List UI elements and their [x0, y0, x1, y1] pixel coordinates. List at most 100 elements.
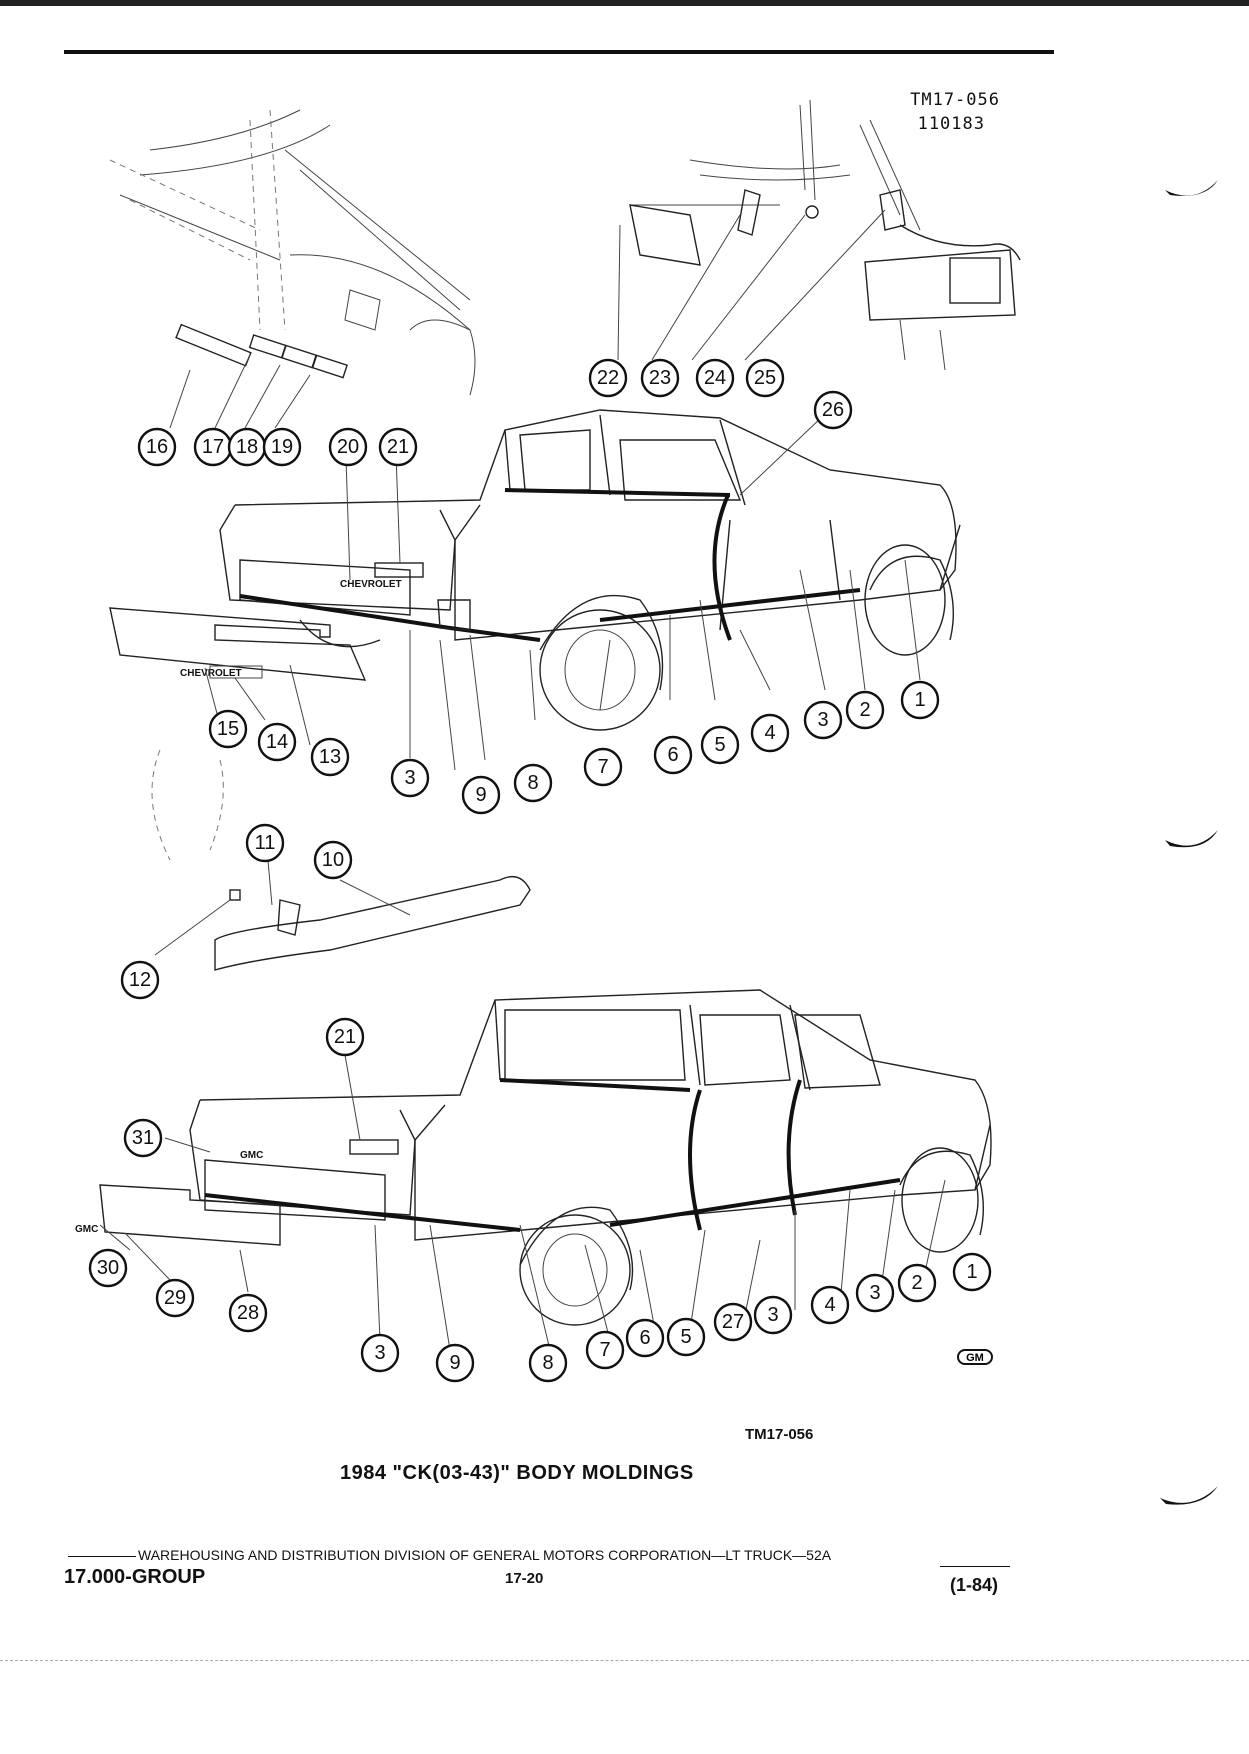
svg-text:8: 8	[527, 772, 538, 794]
svg-text:3: 3	[404, 767, 415, 789]
upper-cab-molding-2	[499, 1078, 691, 1092]
wheel-opening-molding	[214, 876, 531, 971]
callout-15: 15	[208, 709, 248, 749]
emblem-gmc-loose: GMC	[75, 1224, 98, 1235]
rear-wheel-arch	[539, 594, 664, 691]
tailgate-emblem-21-gmc	[349, 1139, 399, 1155]
svg-text:15: 15	[217, 718, 239, 740]
svg-text:26: 26	[822, 399, 844, 421]
svg-text:21: 21	[334, 1026, 356, 1048]
svg-text:23: 23	[649, 367, 671, 389]
emblem-17	[248, 334, 287, 359]
callout-27: 27	[713, 1302, 753, 1342]
svg-text:2: 2	[859, 699, 870, 721]
callout-25: 25	[745, 358, 785, 398]
svg-text:19: 19	[271, 436, 293, 458]
callout-5b: 5	[666, 1317, 706, 1357]
upper-cab-molding	[504, 488, 731, 497]
rear-cab-window	[504, 1009, 686, 1081]
callouts-mid-inset: 10 11 12	[120, 823, 353, 1000]
svg-text:20: 20	[337, 436, 359, 458]
svg-text:31: 31	[132, 1127, 154, 1149]
svg-text:28: 28	[237, 1302, 259, 1324]
emblem-chevrolet-loose: CHEVROLET	[180, 668, 242, 679]
tailgate-emblem-21	[374, 562, 424, 578]
svg-text:9: 9	[449, 1352, 460, 1374]
emblem-19	[311, 354, 348, 379]
front-wheel-arch	[869, 555, 954, 641]
drawing-date: 110183	[917, 114, 985, 134]
callout-2: 2	[845, 690, 885, 730]
svg-text:11: 11	[255, 832, 276, 854]
inset-cab-pillar	[629, 99, 1021, 371]
figure-code: TM17-056	[745, 1426, 814, 1443]
callout-24: 24	[695, 358, 735, 398]
svg-text:12: 12	[129, 969, 151, 991]
door-moldings-2	[688, 1079, 802, 1231]
callout-9: 9	[461, 775, 501, 815]
callout-11: 11	[245, 823, 285, 863]
callout-31: 31	[123, 1118, 163, 1158]
svg-text:6: 6	[639, 1327, 650, 1349]
callout-3e: 3	[855, 1273, 895, 1313]
callout-12: 12	[120, 960, 160, 1000]
svg-text:3: 3	[817, 709, 828, 731]
svg-text:13: 13	[319, 746, 341, 768]
footer-page-number: 17-20	[505, 1570, 544, 1587]
callout-23: 23	[640, 358, 680, 398]
callout-7b: 7	[585, 1330, 625, 1370]
truck-chevrolet: CHEVROLET	[219, 409, 961, 731]
callout-3d: 3	[753, 1295, 793, 1335]
callout-3c: 3	[360, 1333, 400, 1373]
tailgate-molding-lower: GMC	[75, 1184, 281, 1246]
svg-text:4: 4	[764, 722, 775, 744]
svg-text:21: 21	[387, 436, 409, 458]
callout-29: 29	[155, 1278, 195, 1318]
inset-quarter-panel	[109, 109, 476, 396]
callout-19: 19	[262, 427, 302, 467]
svg-text:3: 3	[374, 1342, 385, 1364]
callout-17: 17	[193, 427, 233, 467]
emblem-16	[175, 323, 252, 367]
svg-text:6: 6	[667, 744, 678, 766]
footer-rule-right	[940, 1566, 1010, 1567]
callout-22: 22	[588, 358, 628, 398]
svg-text:25: 25	[754, 367, 776, 389]
scan-top-edge	[0, 0, 1249, 6]
grommet	[805, 205, 819, 219]
svg-text:16: 16	[146, 436, 168, 458]
footer-group: 17.000-GROUP	[64, 1566, 206, 1588]
svg-text:5: 5	[714, 734, 725, 756]
figure-caption: 1984 "CK(03-43)" BODY MOLDINGS	[340, 1462, 694, 1484]
svg-text:9: 9	[475, 784, 486, 806]
svg-text:GM: GM	[966, 1352, 984, 1364]
drawing-code: TM17-056	[910, 90, 1000, 110]
binding-marks	[1160, 180, 1218, 1505]
svg-text:14: 14	[266, 731, 288, 753]
scan-bottom-edge	[0, 1660, 1249, 1662]
door-molding	[712, 494, 732, 641]
emblem-18	[280, 344, 317, 369]
rear-window	[519, 429, 591, 491]
callouts-upper-truck: 1 2 3 4 5 6 7 8 9 3 13 14 15 16 17 18 19…	[137, 358, 940, 815]
svg-text:18: 18	[236, 436, 258, 458]
callout-28: 28	[228, 1293, 268, 1333]
callout-1b: 1	[952, 1252, 992, 1292]
callout-5: 5	[700, 725, 740, 765]
callout-3a: 3	[803, 700, 843, 740]
callout-9b: 9	[435, 1343, 475, 1383]
callout-4b: 4	[810, 1285, 850, 1325]
footer-division: WAREHOUSING AND DISTRIBUTION DIVISION OF…	[138, 1547, 832, 1563]
callout-20: 20	[328, 427, 368, 467]
callout-6: 6	[653, 735, 693, 775]
callout-4: 4	[750, 713, 790, 753]
screw-12	[229, 889, 241, 901]
svg-text:1: 1	[966, 1261, 977, 1283]
callout-3b: 3	[390, 758, 430, 798]
door-window	[619, 439, 742, 501]
footer-rule-left	[68, 1556, 136, 1557]
callout-16: 16	[137, 427, 177, 467]
tailgate-chevrolet-emblem: CHEVROLET	[340, 579, 402, 590]
callout-6b: 6	[625, 1318, 665, 1358]
